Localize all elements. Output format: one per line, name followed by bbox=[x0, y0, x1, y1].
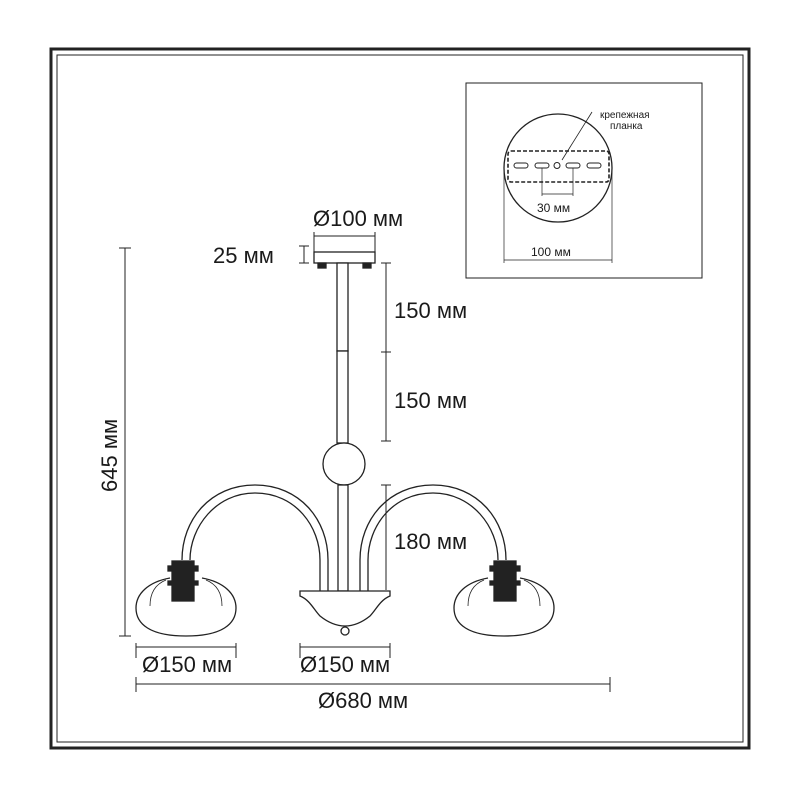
canopy-width-label: 100 мм bbox=[531, 245, 571, 259]
right-shade bbox=[453, 577, 555, 637]
slot-right-outer bbox=[586, 162, 602, 169]
mounting-bar bbox=[507, 150, 610, 183]
rod-top bbox=[336, 262, 349, 352]
rod-middle bbox=[336, 350, 349, 444]
center-diameter-label: Ø150 мм bbox=[300, 652, 390, 677]
decor-ball bbox=[322, 442, 366, 486]
mounting-plate-inset: крепежная планка 30 мм 100 мм bbox=[465, 82, 703, 279]
chandelier bbox=[135, 251, 555, 637]
rod-segment-2-label: 150 мм bbox=[394, 388, 467, 413]
arm-height-label: 180 мм bbox=[394, 529, 467, 554]
center-hole bbox=[553, 162, 561, 169]
slot-right-inner bbox=[565, 162, 581, 169]
rod-bottom bbox=[337, 484, 349, 592]
bowl-finial bbox=[340, 626, 350, 636]
dimension-lines bbox=[119, 232, 611, 692]
slot-left-outer bbox=[513, 162, 529, 169]
left-shade bbox=[135, 577, 237, 637]
canopy-height-label: 25 мм bbox=[213, 243, 274, 268]
center-bowl bbox=[299, 590, 391, 627]
inner-frame bbox=[56, 54, 744, 743]
plate-label-line1: крепежная bbox=[600, 110, 650, 121]
canopy-diameter-label: Ø100 мм bbox=[313, 206, 403, 231]
hole-spacing-label: 30 мм bbox=[537, 201, 570, 215]
total-diameter-label: Ø680 мм bbox=[318, 688, 408, 713]
slot-left-inner bbox=[534, 162, 550, 169]
shade-diameter-label: Ø150 мм bbox=[142, 652, 232, 677]
plate-label-line2: планка bbox=[610, 121, 643, 132]
rod-segment-1-label: 150 мм bbox=[394, 298, 467, 323]
canopy bbox=[313, 251, 376, 264]
right-arm bbox=[359, 484, 507, 591]
total-height-label: 645 мм bbox=[97, 419, 122, 492]
left-arm bbox=[181, 484, 329, 591]
outer-frame bbox=[49, 47, 751, 750]
plate-leader-line bbox=[561, 111, 593, 161]
